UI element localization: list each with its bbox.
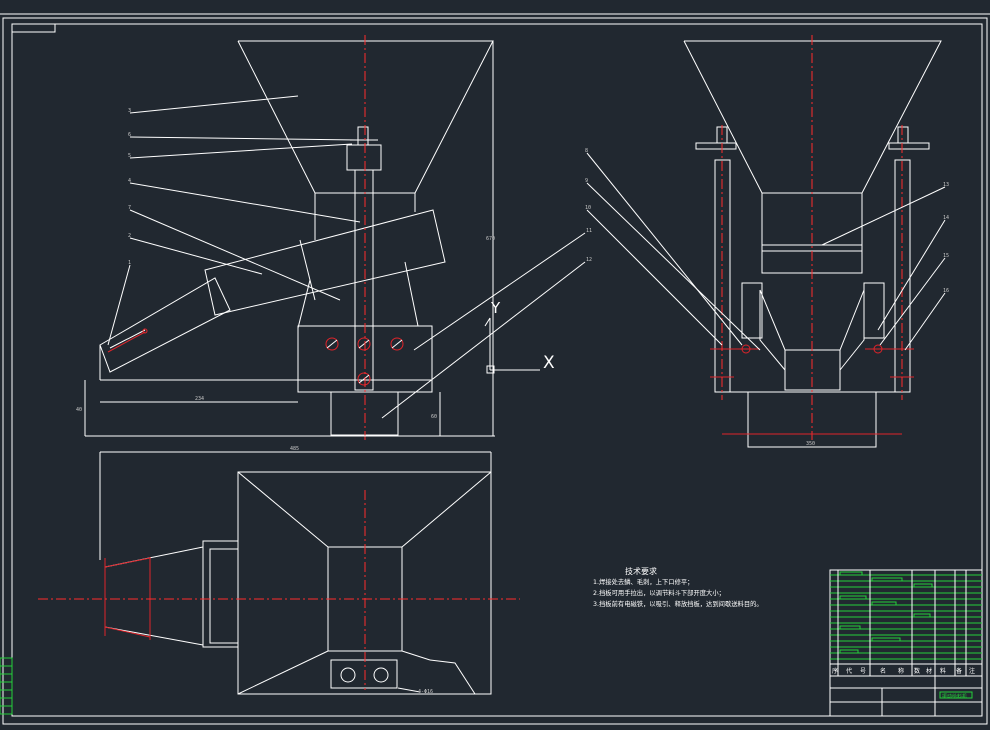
- dim-side-width: 350: [806, 441, 815, 447]
- svg-text:3: 3: [128, 108, 131, 114]
- ucs-y-label: Y: [490, 299, 501, 317]
- outer-frame: [2, 17, 988, 725]
- corner-tag: [11, 23, 56, 33]
- svg-text:注: 注: [969, 667, 975, 675]
- front-view: [84, 35, 495, 440]
- svg-text:4: 4: [128, 178, 131, 184]
- margin-strip: [0, 657, 13, 715]
- ucs-icon: [484, 317, 540, 374]
- svg-text:5: 5: [128, 153, 131, 159]
- svg-text:称: 称: [898, 667, 904, 675]
- svg-text:备: 备: [956, 667, 962, 675]
- svg-text:2: 2: [128, 233, 131, 239]
- svg-text:16: 16: [943, 288, 949, 294]
- dim-total-height: 670: [486, 236, 495, 242]
- ucs-x-label: X: [543, 353, 555, 373]
- inner-frame: [11, 23, 983, 717]
- plan-view: [38, 451, 520, 695]
- notes-line-3: 3.挡板前有电磁铁，以吸引、释放挡板，达到间歇送料目的。: [593, 599, 763, 608]
- svg-text:10: 10: [585, 205, 591, 211]
- dim-front-height-left: 40: [76, 407, 82, 413]
- svg-text:数: 数: [914, 667, 920, 675]
- side-view: [683, 35, 942, 448]
- drawing-name: 振动给料机: [942, 693, 967, 700]
- front-leaders: [107, 95, 586, 419]
- dim-hole-spec: 4-Φ16: [418, 689, 433, 695]
- svg-text:9: 9: [585, 178, 588, 184]
- svg-text:1: 1: [128, 260, 131, 266]
- dim-front-width: 234: [195, 396, 204, 402]
- svg-text:代: 代: [846, 667, 852, 675]
- svg-text:15: 15: [943, 253, 949, 259]
- svg-text:序: 序: [832, 667, 838, 675]
- svg-text:名: 名: [880, 667, 886, 675]
- dim-plan-width: 485: [290, 446, 299, 452]
- svg-text:13: 13: [943, 182, 949, 188]
- parts-list-header: 序 代 号 名 称 数 材 料 备 注: [832, 667, 975, 675]
- svg-text:8: 8: [585, 148, 588, 154]
- svg-text:7: 7: [128, 205, 131, 211]
- notes-line-1: 1.焊接处去鳞、毛刺，上下口修平；: [593, 577, 693, 586]
- svg-text:14: 14: [943, 215, 949, 221]
- svg-text:6: 6: [128, 132, 131, 138]
- svg-text:12: 12: [586, 257, 592, 263]
- front-leader-labels: 3 6 5 4 7 2 1 11 12: [128, 108, 592, 266]
- notes-heading: 技术要求: [625, 566, 657, 576]
- notes-line-2: 2.挡板可用手拉出，以调节料斗下部开度大小；: [593, 588, 725, 597]
- side-leaders: [586, 152, 946, 351]
- dim-front-height-right: 60: [431, 414, 437, 420]
- svg-text:料: 料: [940, 667, 946, 675]
- side-leader-labels: 8 9 10 13 14 15 16: [585, 148, 949, 294]
- svg-text:11: 11: [586, 228, 592, 234]
- parts-list: [829, 569, 983, 717]
- svg-text:号: 号: [860, 668, 866, 675]
- svg-text:材: 材: [926, 667, 932, 675]
